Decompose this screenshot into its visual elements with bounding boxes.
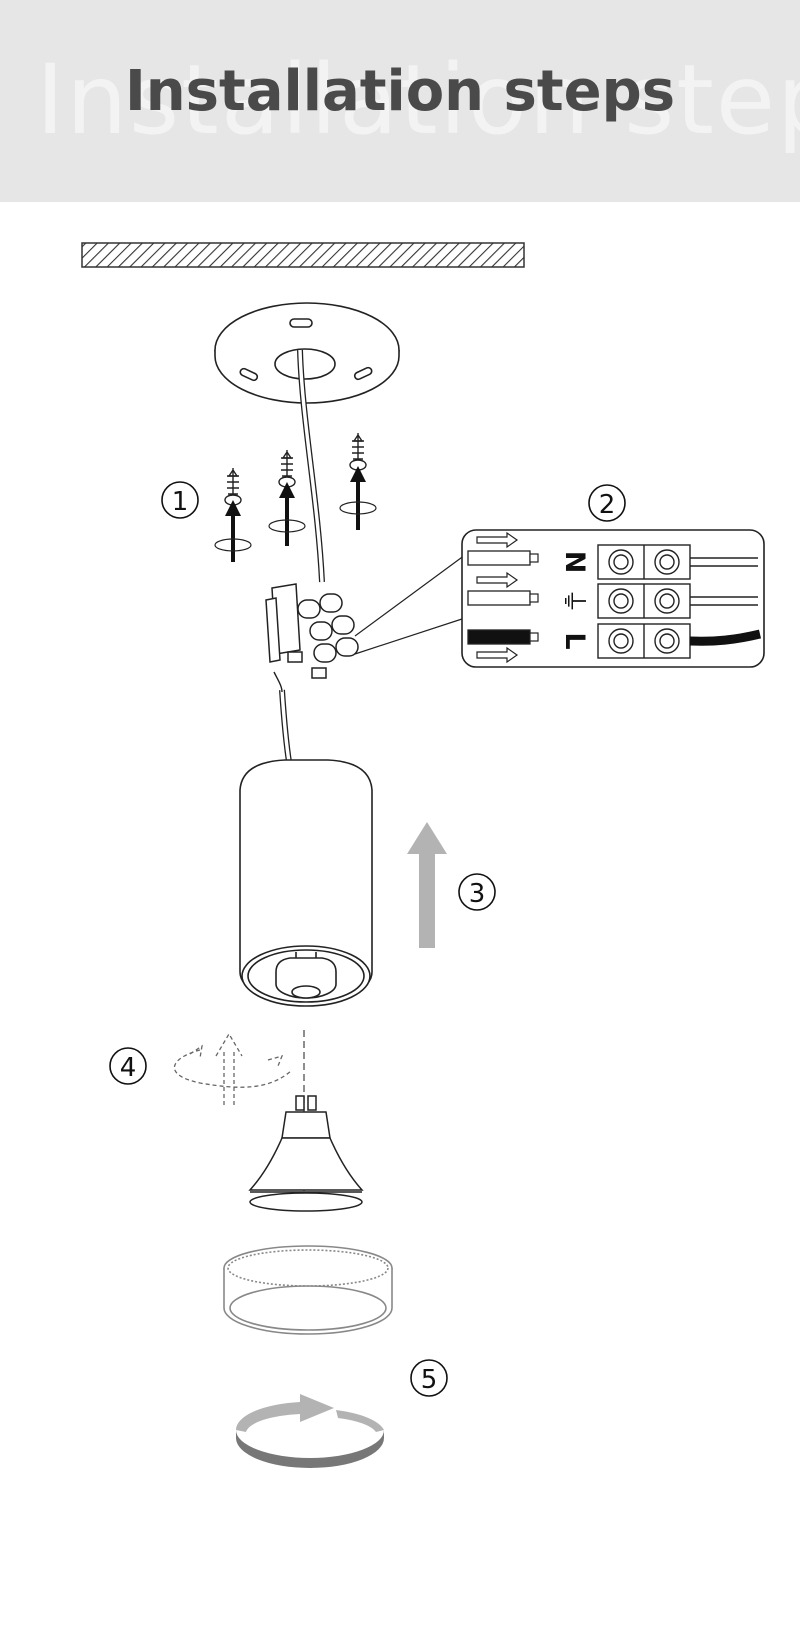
step-1-number: 1 bbox=[172, 487, 189, 517]
gu10-bulb bbox=[248, 1095, 364, 1212]
callout-line bbox=[354, 554, 466, 637]
terminal-label-l: L bbox=[559, 632, 590, 649]
wiring-detail-box: N ⏚ L bbox=[461, 529, 765, 668]
trim-ring bbox=[223, 1245, 393, 1335]
step-2-number: 2 bbox=[599, 490, 616, 520]
header-watermark: Installation steps bbox=[36, 44, 800, 156]
push-up-arrow bbox=[407, 822, 447, 948]
screw-rotation-icon bbox=[214, 501, 377, 552]
callout-line bbox=[354, 617, 466, 655]
terminal-label-ground: ⏚ bbox=[558, 588, 588, 614]
rotate-ring-arrow bbox=[235, 1394, 384, 1468]
lamp-housing bbox=[239, 759, 373, 1007]
mounting-screws bbox=[224, 433, 367, 506]
step-5-marker: 5 bbox=[410, 1359, 448, 1397]
step-4-number: 4 bbox=[120, 1053, 137, 1083]
step-4-marker: 4 bbox=[109, 1047, 147, 1085]
terminal-label-n: N bbox=[559, 551, 590, 574]
step-2-marker: 2 bbox=[588, 484, 626, 522]
rotate-bulb-icon bbox=[173, 1032, 293, 1108]
step-5-number: 5 bbox=[421, 1365, 438, 1395]
step-3-number: 3 bbox=[469, 879, 486, 909]
ceiling-hatch bbox=[81, 242, 525, 268]
ceiling-canopy bbox=[214, 302, 400, 404]
page-title: Installation steps bbox=[124, 59, 676, 124]
header-banner: Installation steps Installation steps bbox=[0, 0, 800, 202]
step-3-marker: 3 bbox=[458, 873, 496, 911]
step-1-marker: 1 bbox=[161, 481, 199, 519]
screw-up-arrows bbox=[225, 466, 366, 562]
terminal-block bbox=[265, 583, 359, 679]
